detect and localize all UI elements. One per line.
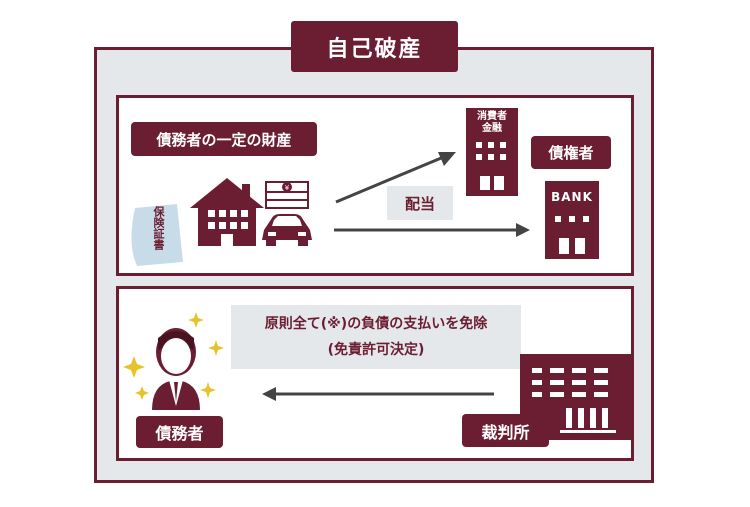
debtor-tag: 債務者 <box>136 416 223 448</box>
assets-tag: 債務者の一定の財産 <box>131 122 317 156</box>
exemption-arrow <box>262 387 494 401</box>
insurance-policy-icon <box>131 204 183 266</box>
money-icon: ¥ <box>265 181 309 209</box>
exemption-main-text: 原則全て(※)の負債の支払いを免除 <box>264 316 488 332</box>
exemption-sub-text: (免責許可決定) <box>327 342 425 358</box>
page-title: 自己破産 <box>291 21 458 72</box>
consumer-finance-building-icon <box>466 108 518 196</box>
court-tag: 裁判所 <box>462 414 549 447</box>
consumer-finance-windows <box>476 142 506 190</box>
insurance-policy-label: 保険証書 <box>152 206 165 250</box>
house-icon <box>190 178 264 246</box>
creditor-tag: 債権者 <box>531 136 611 169</box>
bank-windows <box>555 216 589 254</box>
svg-text:¥: ¥ <box>285 184 290 192</box>
consumer-finance-label-line2: 金融 <box>482 123 502 134</box>
exemption-box: 原則全て(※)の負債の支払いを免除 (免責許可決定) <box>231 305 521 369</box>
consumer-finance-label-line1: 消費者 <box>477 111 507 122</box>
distribution-arrows <box>334 152 530 237</box>
car-icon <box>262 214 312 246</box>
bank-label: BANK <box>551 190 593 204</box>
dividend-label: 配当 <box>387 186 453 220</box>
debtor-person-icon <box>123 312 224 410</box>
